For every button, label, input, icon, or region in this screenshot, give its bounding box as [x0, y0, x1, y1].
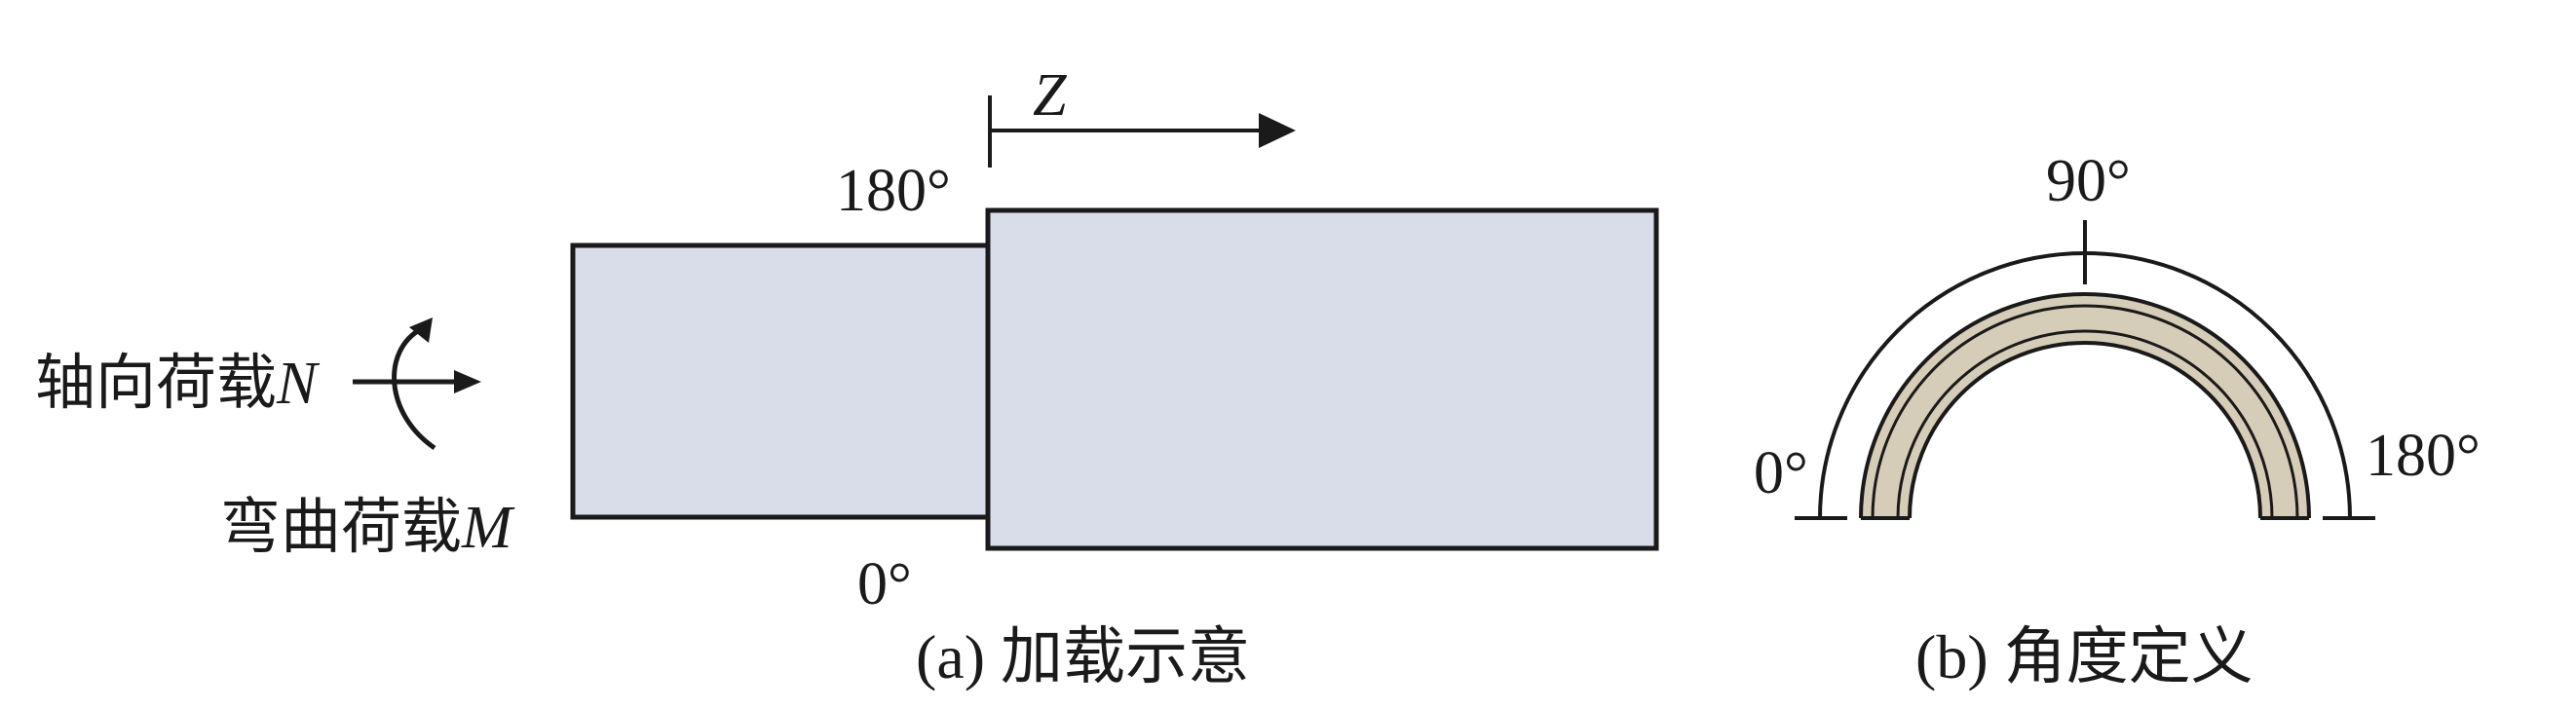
wall-mid-inner-arc [1896, 329, 2274, 519]
load-symbol [353, 317, 481, 451]
panel-b: 90° 0° 180° (b) 角度定义 [1754, 148, 2481, 691]
axial-load-label: 轴向荷载N [35, 351, 321, 417]
large-pipe-segment [985, 207, 1659, 551]
bending-load-text: 弯曲荷载 [220, 495, 462, 561]
z-axis-label: Z [1033, 62, 1067, 129]
wall-inner-arc [1908, 341, 2262, 519]
z-axis-arrowhead [1259, 113, 1296, 148]
small-pipe-segment [570, 243, 991, 520]
wall-mid-outer-arc [1871, 304, 2299, 519]
bending-load-label: 弯曲荷载M [220, 495, 515, 561]
bending-moment-arc [392, 326, 436, 451]
axial-load-arrowhead [454, 370, 481, 393]
angle-180-label: 180° [2366, 423, 2481, 489]
angle-0-label: 0° [1754, 440, 1808, 506]
bending-load-symbol: M [461, 495, 515, 561]
axial-load-text: 轴向荷载 [35, 351, 277, 417]
wall-outer-arc [1859, 292, 2311, 519]
angle-90-label: 90° [2046, 148, 2131, 214]
bending-moment-arrowhead [409, 317, 433, 343]
caption-b: (b) 角度定义 [1915, 622, 2254, 691]
axial-load-symbol: N [276, 351, 321, 417]
panel-a: Z 180° 0° 轴向荷载N 弯曲荷载M (a) 加载示意 [35, 62, 1659, 691]
caption-a: (a) 加载示意 [916, 622, 1250, 691]
angle-top-label: 180° [836, 158, 951, 224]
angle-bottom-label: 0° [857, 551, 912, 617]
pipe-wall-section [1861, 294, 2309, 518]
